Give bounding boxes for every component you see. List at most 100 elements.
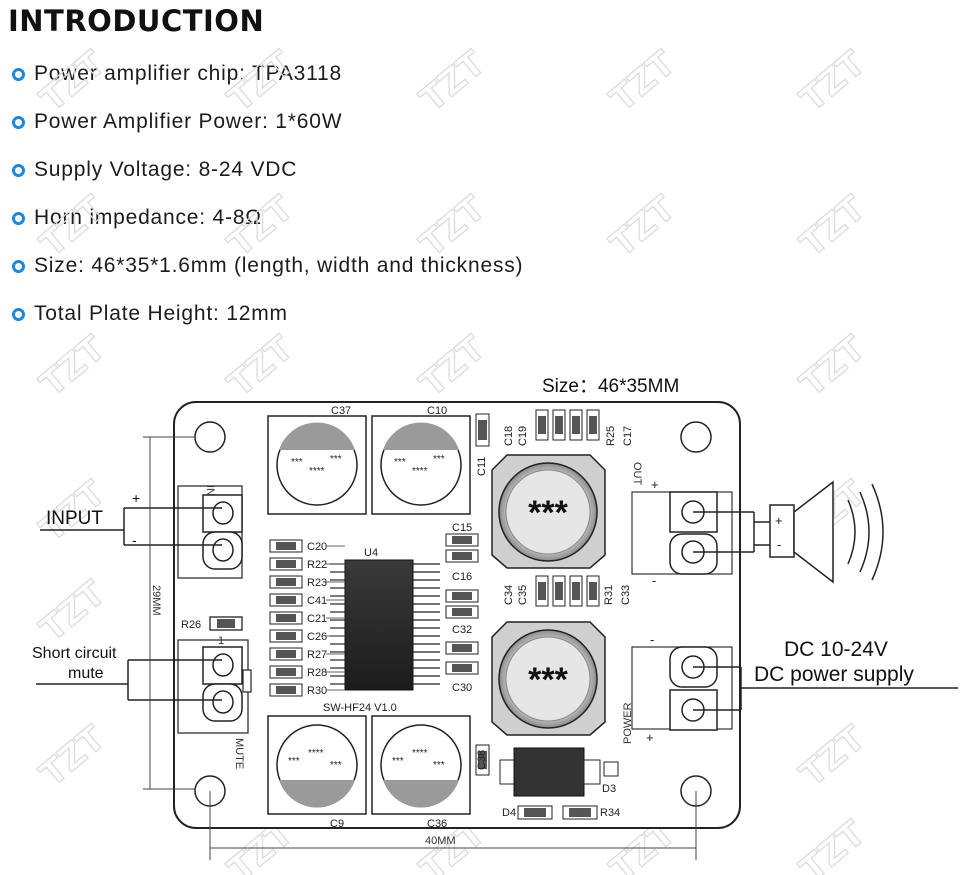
smd-part-label: R28 [307,667,327,679]
label-d3: D3 [602,783,616,795]
smd-part-body [276,560,296,568]
capacitor-c10: *** **** *** [371,415,471,515]
bullet-icon [12,259,25,273]
bullet-icon [12,115,25,129]
label-r31: R31 [603,585,615,605]
speaker-plus: + [775,513,783,528]
watermark: TZT [221,43,302,120]
label-c17: C17 [622,426,634,446]
input-screw [212,501,234,525]
label-c19: C19 [517,426,529,446]
smd-part-body [276,650,296,658]
cap-stars: *** [330,760,342,771]
mute-label-1: Short circuit [32,645,117,662]
smd-part-body [276,686,296,694]
inductor-top: *** [491,454,606,569]
watermark: TZT [793,718,874,795]
dc-label-1: DC 10-24V [784,638,888,661]
label-d4: D4 [502,807,516,819]
cap-row-middle [535,575,600,607]
watermark: TZT [33,718,114,795]
speaker-icon [769,480,884,584]
input-minus: - [132,532,137,548]
watermark: TZT [33,43,114,120]
input-label: INPUT [46,508,103,529]
watermark: TZT [221,328,302,405]
capacitor-c37: *** **** *** [267,415,367,515]
mute-tab [242,669,252,693]
cap-c30-a [445,641,479,655]
label-r25: R25 [605,426,617,446]
label-c18: C18 [503,426,515,446]
watermark: TZT [413,328,494,405]
resistor-r34 [562,805,598,820]
label-c36: C36 [427,818,447,830]
dim-height-label: 29MM [150,585,162,616]
board-version: SW-HF24 V1.0 [323,702,397,714]
mount-hole [194,421,226,453]
watermark: TZT [603,188,684,265]
cap-c30-b [445,661,479,675]
label-c38: C38 [476,750,488,770]
smd-part-body [276,614,296,622]
watermark: TZT [793,43,874,120]
chip-u4 [344,559,414,691]
label-c15: C15 [452,522,472,534]
cap-stars: *** [288,756,300,767]
watermark: TZT [221,188,302,265]
spec-text: Supply Voltage: 8-24 VDC [34,158,298,181]
bullet-icon [12,307,25,321]
inductor-stars: *** [528,494,568,532]
label-c11: C11 [476,457,488,476]
cap-c32-b [445,605,479,619]
label-r34: R34 [600,807,620,819]
dc-label-2: DC power supply [754,663,914,686]
inductor-stars: *** [528,661,568,699]
label-r26: R26 [181,619,201,631]
silk-mute-label: MUTE [233,738,245,769]
spec-text: Size: 46*35*1.6mm (length, width and thi… [34,254,524,277]
capacitor-c9: *** **** *** [267,715,367,815]
mute-label-2: mute [68,665,104,682]
cap-row-top [535,409,600,441]
spec-text: Power amplifier chip: TPA3118 [34,62,343,85]
watermark: TZT [603,43,684,120]
silk-out-label: OUT [631,462,643,486]
smd-part-label: R30 [307,685,327,697]
spec-text: Power Amplifier Power: 1*60W [34,110,343,133]
page-title: INTRODUCTION [8,4,265,38]
silk-power-label: POWER [622,702,634,744]
watermark: TZT [793,188,874,265]
label-c9: C9 [330,818,344,830]
silk-one-mute: 1 [218,635,224,647]
smd-part-label: C21 [307,613,327,625]
bullet-icon [12,67,25,81]
label-c35: C35 [517,585,529,605]
inductor-bottom: *** [491,621,606,736]
cap-stars: **** [412,748,428,759]
capacitor-c36: *** **** *** [371,715,471,815]
diode-d4 [517,805,553,820]
spec-item: Power amplifier chip: TPA3118 [12,50,523,98]
label-c33: C33 [620,585,632,605]
mount-hole [680,421,712,453]
input-plus: + [132,490,140,506]
speaker-minus: - [777,537,781,552]
spec-item: Horn impedance: 4-8Ω [12,194,523,242]
spec-text: Horn impedance: 4-8Ω [34,206,262,229]
resistor-r26-body [217,619,235,628]
power-minus: - [650,632,654,647]
smd-part-label: C26 [307,631,327,643]
cap-c11 [475,413,490,447]
watermark: TZT [793,328,874,405]
smd-part-body [276,668,296,676]
cap-stars: *** [433,454,445,465]
silk-in-label: IN [204,485,216,496]
cap-c38 [475,744,490,776]
watermark: TZT [33,573,114,650]
spec-list: Power amplifier chip: TPA3118 Power Ampl… [12,50,523,338]
spec-item: Supply Voltage: 8-24 VDC [12,146,523,194]
spec-item: Power Amplifier Power: 1*60W [12,98,523,146]
